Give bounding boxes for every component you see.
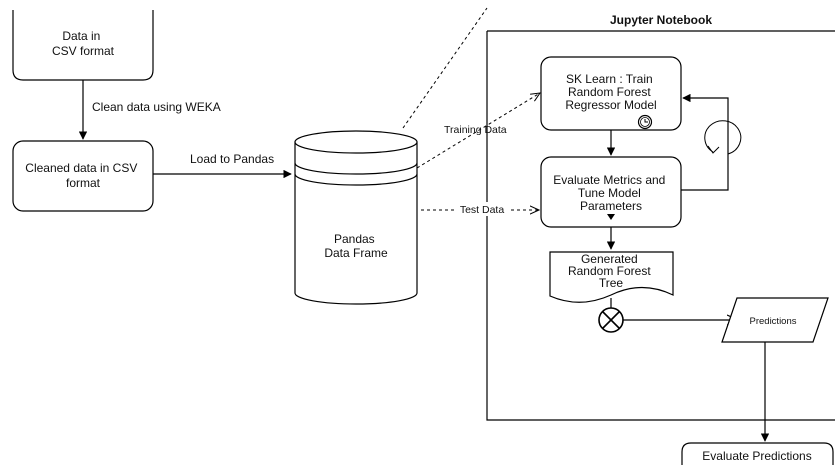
- csv-node-line-1: Data in: [62, 29, 100, 43]
- train-line-2: Random Forest: [568, 85, 651, 99]
- loop-arrow-icon: [704, 120, 742, 155]
- svg-text:Evaluate Metrics and Tun: Evaluate Metrics and Tune Model Paramete…: [553, 173, 668, 213]
- predictions-node: Predictions: [721, 297, 829, 343]
- svg-text:Pandas Data Frame: Pandas Data Frame: [324, 232, 388, 260]
- evaluate-line-3: Parameters: [580, 199, 642, 213]
- train-line-1: SK Learn : Train: [566, 72, 653, 86]
- evaluate-predictions-label: Evaluate Predictions: [702, 449, 811, 463]
- svg-text:Generated Random Forest: Generated Random Forest Tree: [568, 252, 654, 290]
- evaluate-metrics-node: Evaluate Metrics and Tune Model Paramete…: [540, 156, 682, 228]
- clean-edge-label: Clean data using WEKA: [92, 100, 221, 114]
- svg-text:Data in CSV format: Data in CSV format: [52, 29, 115, 58]
- svg-text:SK Learn : Train Random: SK Learn : Train Random Forest Regressor…: [565, 72, 656, 112]
- evaluate-line-2: Tune Model: [578, 186, 641, 200]
- jupyter-notebook-container: Jupyter Notebook: [486, 13, 835, 421]
- pandas-line-1: Pandas: [334, 232, 375, 246]
- test-data-edge: Test Data: [421, 202, 539, 216]
- training-data-edge: Training Data: [416, 93, 540, 169]
- random-forest-tree-document: Generated Random Forest Tree: [549, 251, 674, 303]
- notebook-title: Jupyter Notebook: [610, 13, 712, 27]
- predictions-label: Predictions: [750, 316, 797, 327]
- tree-line-2: Random Forest: [568, 264, 651, 278]
- evaluate-line-1: Evaluate Metrics and: [553, 173, 665, 187]
- cleaned-node-line-2: format: [66, 176, 101, 190]
- train-line-3: Regressor Model: [565, 98, 656, 112]
- csv-node-line-2: CSV format: [52, 44, 115, 58]
- tree-line-1: Generated: [581, 252, 638, 266]
- clean-edge: Clean data using WEKA: [78, 80, 221, 140]
- pandas-line-2: Data Frame: [324, 246, 388, 260]
- clock-icon: [637, 114, 653, 130]
- tree-line-3: Tree: [599, 276, 624, 290]
- tune-feedback-edge: [681, 93, 729, 191]
- sklearn-train-node: SK Learn : Train Random Forest Regressor…: [540, 56, 682, 131]
- test-data-label: Test Data: [460, 204, 505, 216]
- pandas-dataframe-cylinder: Pandas Data Frame: [294, 130, 418, 305]
- cleaned-node-line-1: Cleaned data in CSV: [25, 161, 137, 175]
- load-edge-label: Load to Pandas: [190, 152, 274, 166]
- load-edge: Load to Pandas: [153, 152, 292, 179]
- marker-triangle: [607, 214, 615, 220]
- circle-x-icon: [598, 307, 624, 333]
- csv-data-node: Data in CSV format: [12, 10, 154, 81]
- cleaned-data-node: Cleaned data in CSV format: [12, 140, 154, 212]
- evaluate-predictions-node: Evaluate Predictions: [681, 442, 834, 465]
- zoom-dashed-lines: [402, 7, 488, 129]
- training-data-label: Training Data: [444, 124, 507, 136]
- svg-text:Cleaned data in CSV form: Cleaned data in CSV format: [25, 161, 140, 190]
